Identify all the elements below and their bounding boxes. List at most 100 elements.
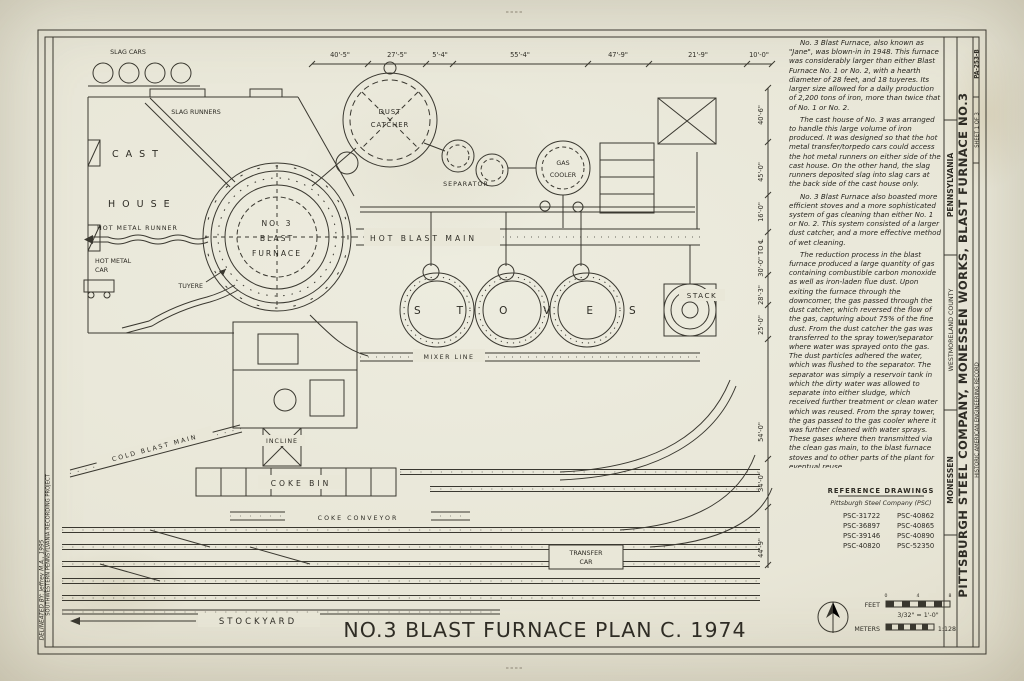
reference-source: Pittsburgh Steel Company (PSC) xyxy=(830,499,931,507)
titleblock-survey-no: PA-253-B xyxy=(975,49,981,79)
reference-item: PSC-40890 xyxy=(897,532,934,540)
coke-handling: COKE BIN COKE CONVEYOR xyxy=(195,467,470,523)
historical-note: No. 3 Blast Furnace, also known as "Jane… xyxy=(789,38,942,468)
reference-item: PSC-40862 xyxy=(897,512,934,520)
dim-label: 16'-0" xyxy=(757,202,765,222)
reference-item: PSC-39146 xyxy=(843,532,880,540)
history-paragraph: No. 3 Blast Furnace also boasted more ef… xyxy=(789,191,941,247)
slag-cars-label: SLAG CARS xyxy=(110,49,146,56)
cold-blast-main-label: COLD BLAST MAIN xyxy=(111,434,198,464)
scale-feet-label: FEET xyxy=(865,602,881,609)
dim-label: 5'-4" xyxy=(432,51,448,59)
dim-label: 45'-0" xyxy=(757,162,765,182)
hot-metal-car-label-2: CAR xyxy=(95,267,109,274)
hot-blast-main: HOT BLAST MAIN xyxy=(351,206,700,284)
gas-cooler-label-1: GAS xyxy=(556,160,569,167)
dimension-chain-right: 40'-6" 45'-0" 16'-0" 30'-0" TO ℄ 28'-3" … xyxy=(757,84,772,569)
hot-metal-car-label-1: HOT METAL xyxy=(95,258,132,265)
dim-label: 25'-0" xyxy=(757,315,765,335)
furnace-label-2: BLAST xyxy=(260,234,294,243)
reference-heading: REFERENCE DRAWINGS xyxy=(828,487,935,495)
dim-label: 30'-0" TO ℄ xyxy=(757,239,765,277)
registration-mark xyxy=(506,11,523,669)
scale-tick: 4 xyxy=(917,593,920,599)
gas-cooler-label-2: COOLER xyxy=(550,172,577,179)
north-arrow-icon xyxy=(817,601,849,633)
history-paragraph: The cast house of No. 3 was arranged to … xyxy=(789,114,941,189)
dim-label: 44'-9" xyxy=(757,538,765,558)
reference-item: PSC-31722 xyxy=(843,512,880,520)
transfer-car-label-1: TRANSFER xyxy=(569,550,604,557)
dim-label: 10'-0" xyxy=(749,51,769,59)
furnace-label-1: NO. 3 xyxy=(261,219,292,228)
transfer-car-label-2: CAR xyxy=(579,559,593,566)
dust-catcher-label-1: DUST xyxy=(379,108,402,116)
scale-meters-ratio: 1:128 xyxy=(938,626,956,633)
slag-runners-label: SLAG RUNNERS xyxy=(171,109,220,116)
stockyard: STOCKYARD xyxy=(70,613,320,627)
dust-catcher: DUST CATCHER xyxy=(335,61,438,175)
dim-label: 55'-4" xyxy=(510,51,530,59)
hot-blast-main-label: HOT BLAST MAIN xyxy=(370,234,477,243)
titleblock-agency: HISTORIC AMERICAN ENGINEERING RECORD xyxy=(975,362,981,478)
stoves: STOVES xyxy=(399,263,672,348)
dim-label: 27'-5" xyxy=(387,51,407,59)
dim-label: 54'-0" xyxy=(757,422,765,442)
machine-building: INCLINE xyxy=(232,321,358,467)
dim-label: 21'-9" xyxy=(688,51,708,59)
stack-label: STACK xyxy=(687,291,717,300)
cast-house-label-1: CAST xyxy=(112,149,165,160)
stockyard-label: STOCKYARD xyxy=(219,617,297,627)
mixer-line-label: MIXER LINE xyxy=(423,354,474,361)
reference-drawings: REFERENCE DRAWINGS Pittsburgh Steel Comp… xyxy=(828,487,935,550)
blast-furnace: NO. 3 BLAST FURNACE TUYERE xyxy=(177,147,357,312)
incline-label: INCLINE xyxy=(266,438,298,445)
gas-cleaning: SEPARATOR GAS COOLER xyxy=(423,97,717,229)
project-credit: SOUTHWESTERN PENNSYLVANIA RECORDING PROJ… xyxy=(46,473,52,615)
dim-label: 40'-5" xyxy=(330,51,350,59)
separator-label: SEPARATOR xyxy=(443,181,489,188)
scale-tick: 0 xyxy=(885,593,888,599)
cold-blast-main: COLD BLAST MAIN xyxy=(69,424,243,478)
reference-item: PSC-40865 xyxy=(897,522,934,530)
titleblock-state: PENNSYLVANIA xyxy=(946,153,955,218)
dim-label: 40'-6" xyxy=(757,105,765,125)
coke-conveyor-label: COKE CONVEYOR xyxy=(318,515,399,522)
delineator-credit: DELINEATED BY: Jeffrey M.A., 1995 xyxy=(40,539,46,640)
title-block: PITTSBURGH STEEL COMPANY, MONESSEN WORKS… xyxy=(946,49,981,598)
sheet-border xyxy=(37,29,987,655)
dim-label: 34'-0" xyxy=(757,472,765,492)
titleblock-sheet-no: SHEET 1 OF 3 xyxy=(975,112,981,148)
furnace-label-3: FURNACE xyxy=(252,249,302,258)
titleblock-county: WESTMORELAND COUNTY xyxy=(948,289,955,372)
left-margin-block: SOUTHWESTERN PENNSYLVANIA RECORDING PROJ… xyxy=(40,473,52,640)
mixer-line: MIXER LINE xyxy=(309,314,700,362)
hot-metal-runner-label: HOT METAL RUNNER xyxy=(97,225,178,232)
slag-cars: SLAG CARS xyxy=(88,49,200,87)
tuyere-label: TUYERE xyxy=(177,283,203,290)
scale-bars: FEET 0 4 8 3/32" = 1'-0" METERS 1:128 xyxy=(854,593,956,633)
history-paragraph: The reduction process in the blast furna… xyxy=(789,249,938,468)
dimension-chain-top: 40'-5" 27'-5" 5'-4" 55'-4" 47'-9" 21'-9"… xyxy=(308,51,776,68)
scale-meters-label: METERS xyxy=(854,626,880,633)
coke-bin-label: COKE BIN xyxy=(271,479,332,488)
scale-tick: 8 xyxy=(949,593,952,599)
titleblock-name: PITTSBURGH STEEL COMPANY, MONESSEN WORKS… xyxy=(956,92,970,597)
cast-house-label-2: HOUSE xyxy=(108,199,177,210)
rail-tracks xyxy=(62,379,773,615)
drawing-title: NO.3 BLAST FURNACE PLAN C. 1974 xyxy=(343,618,746,642)
stoves-label: STOVES xyxy=(414,305,672,317)
scale-feet-ratio: 3/32" = 1'-0" xyxy=(897,612,938,619)
reference-item: PSC-36897 xyxy=(843,522,880,530)
stack: STACK xyxy=(663,283,725,337)
cast-house: SLAG RUNNERS CAST HOUSE HOT METAL RUNNER… xyxy=(83,88,355,334)
reference-item: PSC-52350 xyxy=(897,542,934,550)
dust-catcher-label-2: CATCHER xyxy=(371,121,410,129)
dim-label: 28'-3" xyxy=(757,285,765,305)
reference-item: PSC-40820 xyxy=(843,542,880,550)
history-paragraph: No. 3 Blast Furnace, also known as "Jane… xyxy=(789,38,941,112)
dim-label: 47'-9" xyxy=(608,51,628,59)
titleblock-city: MONESSEN xyxy=(946,456,955,504)
